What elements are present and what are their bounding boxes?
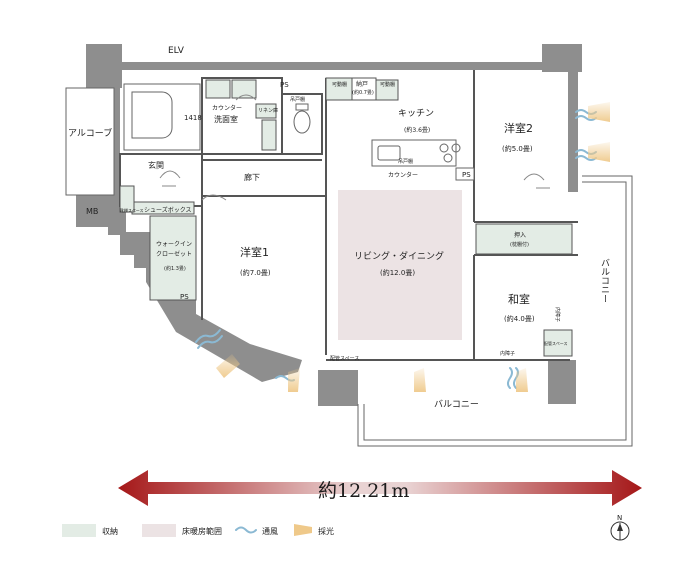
label-entrance: 玄関 <box>148 160 164 170</box>
label-storage-top: 納戸 <box>356 80 368 88</box>
label-movable-shelf-l: 可動棚 <box>332 81 347 88</box>
legend-storage-swatch <box>62 524 96 537</box>
label-toilet-shelf: 吊戸棚 <box>290 96 305 103</box>
interior-walls <box>119 70 578 361</box>
label-piping-space: 配管スペース <box>330 355 359 362</box>
label-wic: ウォークイン <box>156 240 192 248</box>
label-elv: ELV <box>168 46 185 56</box>
toilet <box>293 103 311 134</box>
label-kitchen-shelf: 吊戸棚 <box>398 158 413 165</box>
light-indicators <box>216 102 610 392</box>
legend: 収納 床暖房範囲 通風 採光 <box>62 524 334 537</box>
label-alcove: アルコーブ <box>68 127 112 139</box>
label-room1: 洋室1 <box>240 245 269 259</box>
label-piping-space2: 配管スペース <box>544 340 568 346</box>
label-balcony-right: バルコニー <box>599 258 610 303</box>
label-oshiire: 押入 <box>514 231 526 239</box>
label-room1-size: (約7.0畳) <box>240 268 271 277</box>
label-storage-top-size: (約0.7畳) <box>352 89 374 96</box>
kitchen-counter <box>371 139 475 181</box>
label-corridor: 廊下 <box>244 172 260 182</box>
label-ps-kitchen: PS <box>462 171 471 179</box>
doors <box>159 94 550 201</box>
legend-floorheating-swatch <box>142 524 176 537</box>
dimension-arrow: 約12.21m <box>118 470 642 506</box>
label-shoes-box: シューズボックス <box>144 206 192 214</box>
label-counter: カウンター <box>388 171 418 179</box>
label-shoji1: 内障子 <box>500 350 515 357</box>
label-ps-top: PS <box>280 81 289 89</box>
label-mb: MB <box>86 207 98 216</box>
label-shoes-space: 靴棚スペース <box>120 207 144 213</box>
label-movable-shelf-r: 可動棚 <box>380 81 395 88</box>
floor-heating-area <box>338 190 462 340</box>
bathtub <box>123 83 201 151</box>
label-ps-wic: PS <box>180 293 189 301</box>
label-washitsu: 和室 <box>508 292 530 306</box>
label-kitchen: キッチン <box>398 108 434 119</box>
label-washitsu-size: (約4.0畳) <box>504 314 535 323</box>
wind-icon <box>235 526 257 534</box>
label-bath-code: 1418 <box>184 114 202 122</box>
alcove-box <box>65 87 115 196</box>
label-living-size: (約12.0畳) <box>380 268 415 277</box>
label-shoji2: 内障子 <box>554 307 561 322</box>
storage-areas <box>119 77 573 357</box>
label-linen: リネン庫 <box>258 107 278 114</box>
label-oshiire-note: (枕棚付) <box>510 241 529 248</box>
compass-label: N <box>617 514 622 522</box>
label-washroom: 洗面室 <box>214 114 238 124</box>
label-counter-small: カウンター <box>212 104 242 112</box>
diagonal-wall <box>108 195 302 382</box>
label-kitchen-size: (約3.6畳) <box>404 126 430 134</box>
label-living: リビング・ダイニング <box>354 250 444 262</box>
label-room2: 洋室2 <box>504 121 533 135</box>
light-icon <box>294 524 312 536</box>
balcony-outline <box>357 175 633 447</box>
label-wic2: クローゼット <box>156 250 192 258</box>
label-balcony-bottom: バルコニー <box>434 399 479 410</box>
legend-storage-label: 収納 <box>102 526 118 536</box>
room-labels: ELV PS アルコーブ MB 玄関 1418 カウンター 洗面室 リネン庫 吊… <box>68 46 610 410</box>
legend-light-label: 採光 <box>318 526 334 536</box>
compass: N <box>610 514 630 541</box>
dimension-text: 約12.21m <box>318 480 409 502</box>
legend-floorheating-label: 床暖房範囲 <box>182 526 222 536</box>
legend-wind-label: 通風 <box>262 526 278 536</box>
label-wic-size: (約1.3畳) <box>164 265 186 272</box>
label-room2-size: (約5.0畳) <box>502 144 533 153</box>
outer-walls <box>76 44 582 406</box>
